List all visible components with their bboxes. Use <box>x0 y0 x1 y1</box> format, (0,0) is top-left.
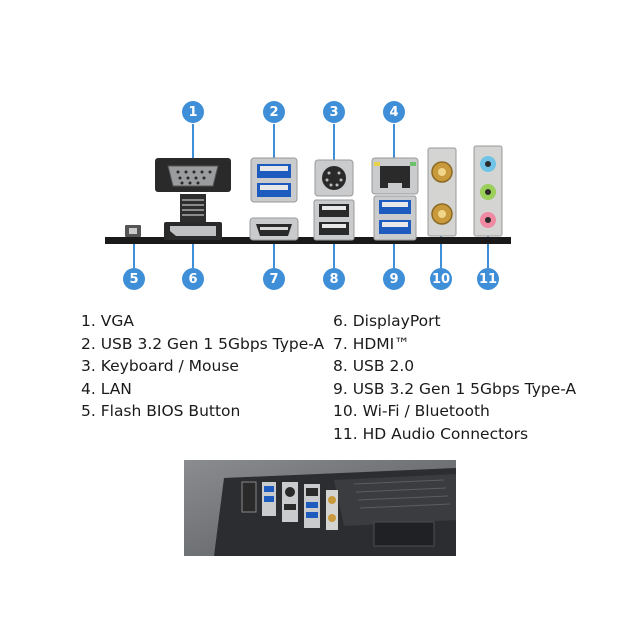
io-panel-diagram: 1 2 3 4 5 6 7 8 9 10 11 <box>0 0 640 300</box>
legend-item-usb20: 8. USB 2.0 <box>333 357 415 375</box>
callout-2: 2 <box>263 101 285 123</box>
legend-item-hdmi: 7. HDMI™ <box>333 334 410 353</box>
ps2-port <box>314 159 354 197</box>
motherboard-photo-illustration <box>184 460 456 556</box>
callout-9: 9 <box>383 268 405 290</box>
callout-11: 11 <box>477 268 499 290</box>
legend-item-keyboard-mouse: 3. Keyboard / Mouse <box>81 357 239 375</box>
callout-8: 8 <box>323 268 345 290</box>
legend-item-usb32-upper: 2. USB 3.2 Gen 1 5Gbps Type-A <box>81 334 325 353</box>
callout-10: 10 <box>430 268 452 290</box>
callout-4: 4 <box>383 101 405 123</box>
motherboard-photo <box>184 460 456 556</box>
legend-item-flash-bios: 5. Flash BIOS Button <box>81 402 241 420</box>
legend-item-lan: 4. LAN <box>81 379 132 398</box>
legend-item-wifi-bluetooth: 10. Wi-Fi / Bluetooth <box>333 402 490 420</box>
legend-item-displayport: 6. DisplayPort <box>333 312 441 330</box>
flash-bios-button-illustration <box>125 225 141 237</box>
io-shield-rail <box>105 237 511 244</box>
legend-item-usb32-lower: 9. USB 3.2 Gen 1 5Gbps Type-A <box>333 379 577 398</box>
vga-port <box>155 158 231 222</box>
usb32-port-stack-upper <box>250 157 298 203</box>
lan-port <box>371 157 419 195</box>
usb32-port-stack-lower <box>373 195 417 241</box>
callout-7: 7 <box>263 268 285 290</box>
legend-item-hd-audio: 11. HD Audio Connectors <box>333 424 529 443</box>
displayport-port <box>164 222 222 240</box>
callout-5: 5 <box>123 268 145 290</box>
callout-6: 6 <box>182 268 204 290</box>
hd-audio-jacks <box>473 145 503 237</box>
io-panel-illustration <box>105 124 511 268</box>
callout-1: 1 <box>182 101 204 123</box>
legend-left-column: 1. VGA 2. USB 3.2 Gen 1 5Gbps Type-A 3. … <box>81 310 324 423</box>
usb20-port-stack <box>313 199 355 241</box>
legend-item-vga: 1. VGA <box>81 312 134 330</box>
wifi-antenna-connectors <box>427 147 457 237</box>
callout-3: 3 <box>323 101 345 123</box>
legend-right-column: 6. DisplayPort 7. HDMI™ 8. USB 2.0 9. US… <box>333 310 576 445</box>
hdmi-port <box>249 217 299 241</box>
